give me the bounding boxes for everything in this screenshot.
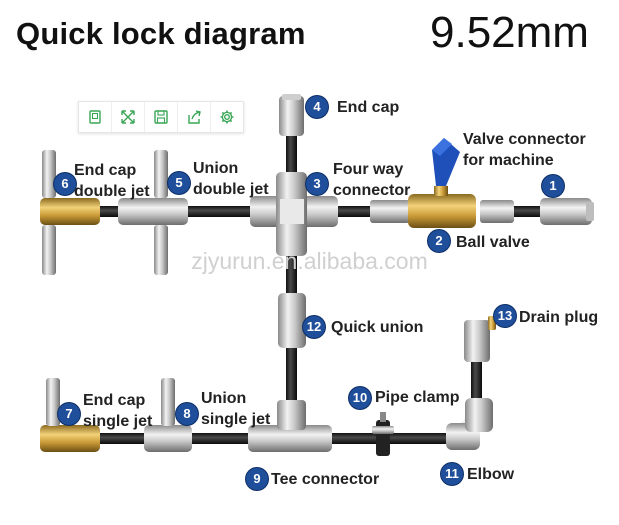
tee-connector-part [248, 400, 332, 452]
label-quick-union: Quick union [331, 317, 423, 338]
union-single-jet-part [144, 378, 192, 452]
elbow-part [446, 398, 493, 450]
quick-union-part [278, 293, 306, 348]
label-drain-plug: Drain plug [519, 307, 598, 328]
label-line: single jet [83, 413, 153, 430]
label-line: Pipe clamp [375, 389, 460, 406]
label-line: End cap [337, 99, 400, 116]
badge-2: 2 [428, 230, 450, 252]
label-line: End cap [83, 392, 146, 409]
settings-button[interactable] [211, 102, 243, 132]
end-cap-single-jet-part [40, 378, 100, 452]
share-button[interactable] [178, 102, 211, 132]
badge-12: 12 [303, 316, 325, 338]
label-end-cap: End cap [337, 97, 399, 118]
label-line: Tee connector [271, 471, 380, 488]
save-icon [154, 110, 168, 124]
badge-9: 9 [246, 468, 268, 490]
badge-7: 7 [58, 403, 80, 425]
badge-5: 5 [168, 172, 190, 194]
label-line: Elbow [467, 466, 515, 483]
label-ball-valve: Ball valve [456, 232, 530, 253]
expand-button[interactable] [112, 102, 145, 132]
badge-6: 6 [54, 173, 76, 195]
end-cap-part [279, 94, 304, 136]
expand-icon [121, 110, 135, 124]
badge-10: 10 [349, 387, 371, 409]
ball-valve-part [370, 138, 476, 228]
label-elbow: Elbow [467, 464, 514, 485]
valve-connector-part [480, 198, 594, 225]
end-cap-double-jet-part [40, 150, 100, 275]
settings-gear-icon [220, 110, 234, 124]
label-four-way-connector: Four way connector [333, 159, 410, 201]
union-double-jet-part [118, 150, 188, 275]
four-way-connector-part [250, 172, 338, 256]
label-line: Quick union [331, 319, 424, 336]
badge-1: 1 [542, 175, 564, 197]
save-button[interactable] [145, 102, 178, 132]
watermark: zjyurun.en.alibaba.com [191, 248, 428, 274]
label-union-double-jet: Union double jet [193, 158, 269, 200]
label-line: End cap [74, 162, 137, 179]
page-title: Quick lock diagram [16, 16, 306, 51]
label-tee-connector: Tee connector [271, 469, 379, 490]
document-icon [89, 110, 101, 124]
label-line: Ball valve [456, 234, 530, 251]
share-icon [188, 110, 201, 124]
badge-13: 13 [494, 305, 516, 327]
badge-11: 11 [441, 463, 463, 485]
badge-4: 4 [306, 96, 328, 118]
badge-3: 3 [306, 173, 328, 195]
label-line: double jet [193, 181, 269, 198]
label-pipe-clamp: Pipe clamp [375, 387, 459, 408]
label-line: connector [333, 182, 411, 199]
label-line: Union [201, 390, 247, 407]
size-label: 9.52mm [430, 8, 589, 57]
label-line: for machine [463, 152, 554, 169]
pipe-clamp-part [372, 412, 394, 456]
label-valve-connector: Valve connector for machine [463, 129, 586, 171]
image-toolbar [78, 101, 244, 133]
label-union-single-jet: Union single jet [201, 388, 270, 430]
badge-8: 8 [176, 403, 198, 425]
label-line: double jet [74, 183, 150, 200]
label-line: Four way [333, 161, 404, 178]
document-button[interactable] [79, 102, 112, 132]
drain-plug-part [464, 316, 496, 362]
label-end-cap-single-jet: End cap single jet [83, 390, 152, 432]
label-line: Valve connector [463, 131, 586, 148]
label-line: Drain plug [519, 309, 599, 326]
label-line: Union [193, 160, 239, 177]
label-line: single jet [201, 411, 271, 428]
label-end-cap-double-jet: End cap double jet [74, 160, 150, 202]
